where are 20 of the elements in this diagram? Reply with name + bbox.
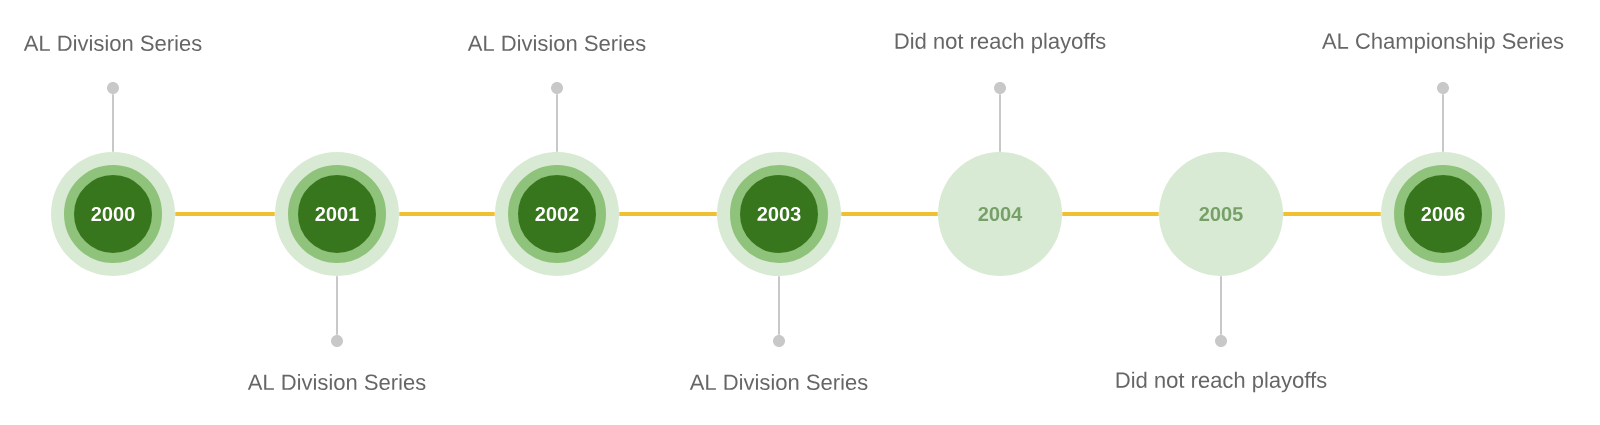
leader-line	[1442, 93, 1444, 153]
milestone-label: AL Division Series	[689, 373, 868, 391]
timeline-connector	[399, 212, 495, 216]
leader-line	[556, 93, 558, 153]
timeline-connector	[619, 212, 717, 216]
leader-line	[1220, 275, 1222, 336]
milestone-label: AL Division Series	[467, 34, 646, 52]
timeline-connector	[1283, 212, 1381, 216]
timeline-connector	[1062, 212, 1159, 216]
timeline-connector	[841, 212, 938, 216]
milestone-label: AL Division Series	[23, 34, 202, 52]
milestone-label: Did not reach playoffs	[1116, 371, 1327, 393]
leader-line	[999, 93, 1001, 153]
milestone-label: AL Championship Series	[1322, 32, 1564, 54]
leader-line	[112, 93, 114, 153]
milestone-label: AL Division Series	[247, 373, 426, 391]
leader-line	[778, 275, 780, 336]
timeline-connector	[175, 212, 275, 216]
leader-line	[336, 275, 338, 336]
milestone-label: Did not reach playoffs	[895, 32, 1106, 54]
